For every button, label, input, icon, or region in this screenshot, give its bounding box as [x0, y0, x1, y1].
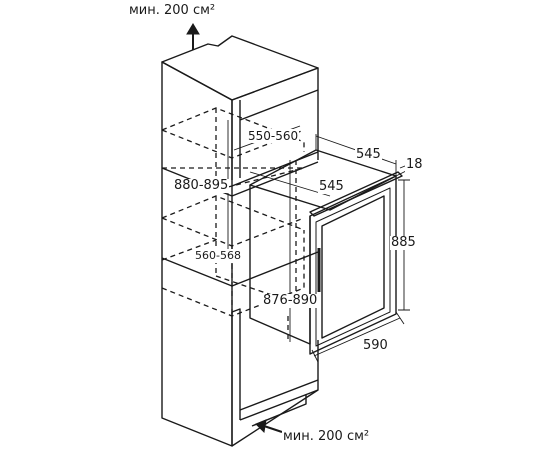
- appliance-height-label: 885: [390, 235, 417, 250]
- niche-upper-shelf: [161, 161, 319, 197]
- niche-dashed-lower: [161, 230, 305, 317]
- niche-dashed-middle: [161, 195, 305, 316]
- arrow-left-icon: [255, 419, 283, 434]
- appliance-front-frame: [309, 175, 397, 355]
- bottom-vent: [239, 379, 319, 427]
- appliance-depth-top-label: 545: [355, 147, 382, 162]
- appliance-side-face: [249, 185, 311, 345]
- niche-height-label: 880-895: [173, 178, 230, 193]
- vent-top-label: мин. 200 см²: [128, 3, 217, 18]
- dim-590-line: [311, 311, 405, 363]
- appliance-width-label: 590: [362, 338, 389, 353]
- appliance-top-trim: [309, 171, 403, 217]
- lower-panel: [231, 308, 241, 446]
- inner-height-label: 876-890: [262, 293, 319, 308]
- upper-panel: [231, 89, 319, 180]
- arrow-up-icon: [186, 23, 200, 50]
- cabinet-top-face: [161, 35, 319, 101]
- dim-545-inner-line: [249, 171, 331, 197]
- niche-dashed-upper: [161, 107, 305, 191]
- niche-depth-label: 550-560: [247, 129, 300, 143]
- niche-width-label: 560-568: [194, 249, 242, 263]
- appliance-door-glass: [321, 195, 385, 339]
- niche-dashed-vert: [287, 160, 297, 340]
- vent-bottom-label: мин. 200 см²: [282, 429, 371, 444]
- door-thickness-label: 18: [405, 157, 424, 172]
- appliance-depth-inner-label: 545: [318, 179, 345, 194]
